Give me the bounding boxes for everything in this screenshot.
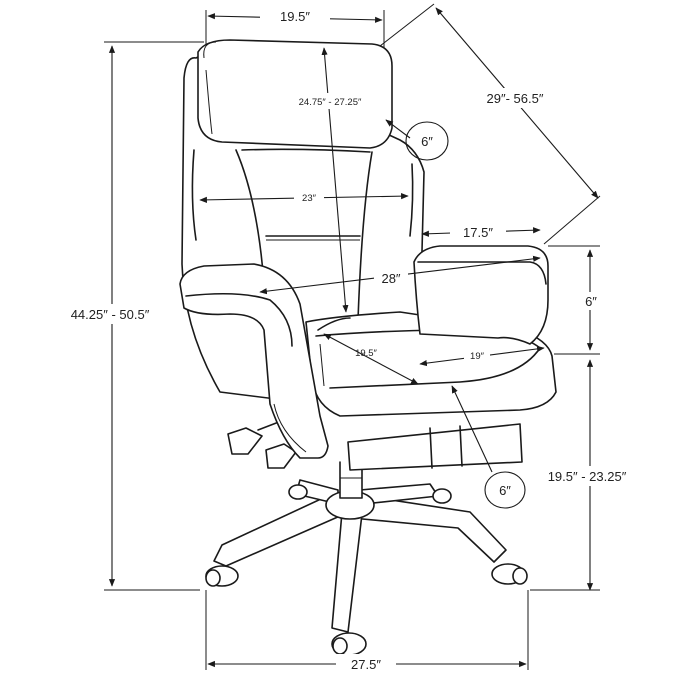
- overall-width-label: 28″: [381, 271, 400, 286]
- left-armrest: [179, 263, 329, 459]
- footrest-offset-label: 6″: [499, 483, 511, 498]
- recline-depth-label: 29″- 56.5″: [487, 91, 544, 106]
- headrest-offset-label: 6″: [421, 134, 433, 149]
- arm-height-label: 6″: [585, 294, 597, 309]
- right-armrest: [413, 245, 549, 345]
- seat-depth-label: 19.5″: [355, 348, 377, 359]
- total-height-label: 44.25″ - 50.5″: [71, 307, 150, 322]
- seat-height-label: 19.5″ - 23.25″: [548, 469, 627, 484]
- seat-width-label: 19″: [470, 351, 485, 362]
- caster-wheels: [205, 484, 528, 656]
- top-width-label: 19.5″: [280, 9, 310, 24]
- headrest-height-label: 24.75″ - 27.25″: [299, 97, 362, 108]
- base-width-label: 27.5″: [351, 657, 381, 672]
- arm-length-label: 17.5″: [463, 225, 493, 240]
- chair-base: [213, 461, 507, 633]
- back-width-label: 23″: [302, 193, 317, 204]
- dimension-labels: 19.5″ 24.75″ - 27.25″ 29″- 56.5″ 6″ 23″ …: [56, 4, 640, 674]
- footrest: [347, 423, 523, 471]
